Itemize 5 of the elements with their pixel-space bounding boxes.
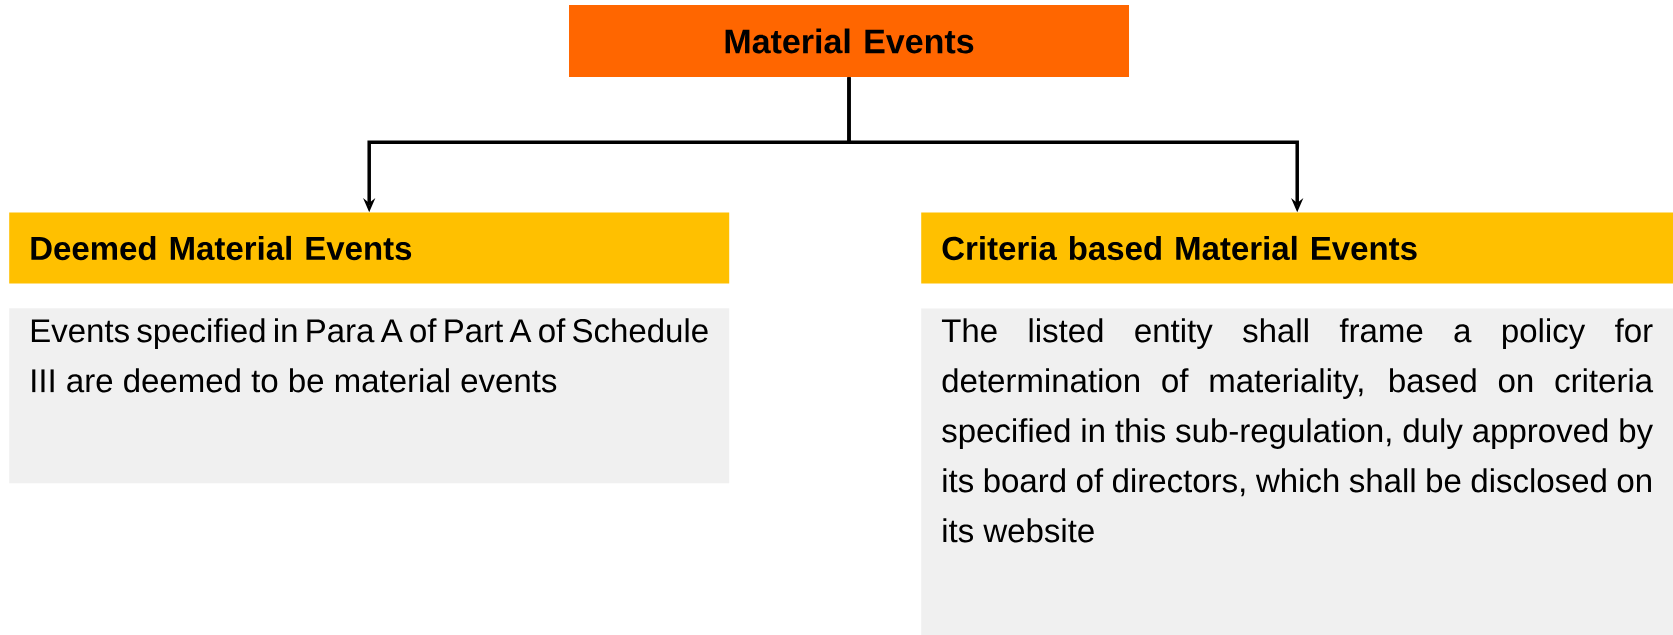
- text-box: The listed entity shall frame a policy for determination of materiality, based on criteria specified in this sub-regulation, duly approved by its board of directors, which shall be disclosed on its website: [921, 308, 1673, 635]
- header-box: Criteria based Material Events: [921, 212, 1673, 284]
- header-box: Deemed Material Events: [9, 212, 730, 284]
- title-box: Material Events: [569, 5, 1129, 77]
- text-box: Events specified in Para A of Part A of Schedule III are deemed to be material events: [9, 308, 730, 484]
